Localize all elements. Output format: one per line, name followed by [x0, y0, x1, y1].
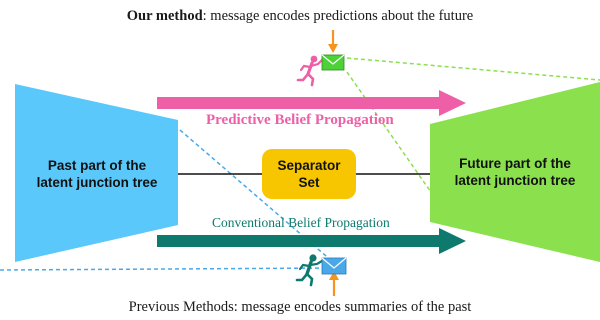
dashed-line-bottom-blue: [0, 267, 334, 271]
running-person-bottom-icon: [295, 254, 324, 287]
dashed-line-top-green: [346, 57, 600, 81]
orange-pointer-down: [328, 30, 338, 53]
future-block-line1: Future part of the: [459, 156, 571, 171]
dashed-line-diagonal-green: [346, 71, 441, 206]
envelope-blue-icon: [321, 257, 347, 275]
predictive-arrow-label: Predictive Belief Propagation: [206, 112, 394, 128]
orange-pointer-up: [329, 271, 339, 296]
separator-line2: Set: [298, 175, 320, 190]
top-caption: Our method: message encodes predictions …: [0, 8, 600, 25]
envelope-green-icon: [321, 54, 345, 71]
past-block-label: Past part of the latent junction tree: [22, 157, 172, 191]
running-person-top-icon: [296, 55, 324, 87]
past-block-line1: Past part of the: [47, 158, 147, 173]
top-caption-bold: Our method: [126, 8, 203, 24]
separator-line1: Separator: [277, 158, 341, 173]
past-tree-block: [15, 84, 178, 262]
top-caption-rest: : message encodes predictions about the …: [202, 8, 474, 24]
separator-box: [262, 149, 356, 199]
predictive-arrow: [157, 90, 466, 116]
future-block-line2: latent junction tree: [454, 173, 576, 188]
bottom-caption: Previous Methods: message encodes summar…: [128, 299, 472, 315]
conventional-arrow: [157, 228, 466, 254]
future-block-label: Future part of the latent junction tree: [440, 155, 590, 189]
past-block-line2: latent junction tree: [36, 175, 158, 190]
separator-label: Separator Set: [262, 157, 356, 191]
conventional-arrow-label: Conventional Belief Propagation: [212, 215, 390, 230]
future-tree-block: [430, 82, 600, 262]
